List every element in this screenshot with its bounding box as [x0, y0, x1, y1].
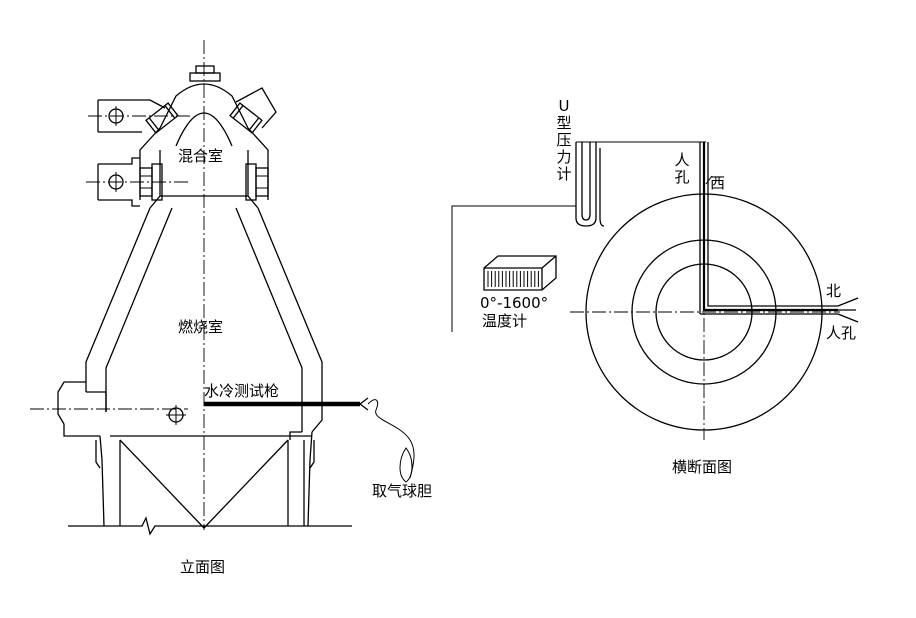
mixing-chamber-label: 混合室	[178, 147, 224, 165]
manhole-top-label: 人孔	[674, 151, 690, 186]
elevation-caption: 立面图	[180, 558, 226, 576]
west-label: 西	[710, 174, 726, 192]
thermometer-range-label: 0°-1600°	[480, 294, 549, 312]
water-cooled-probe-label: 水冷测试枪	[204, 382, 280, 400]
elevation-view	[30, 40, 415, 536]
thermometer-label: 温度计	[482, 312, 528, 330]
cross-section-caption: 横断面图	[672, 458, 733, 476]
manhole-right-label: 人孔	[826, 324, 857, 342]
gas-bag-label: 取气球胆	[372, 482, 433, 500]
north-label: 北	[826, 282, 842, 300]
combustion-chamber-label: 燃烧室	[178, 318, 224, 336]
cross-section-view	[451, 141, 859, 440]
u-gauge-label: U型压力计	[556, 97, 572, 183]
